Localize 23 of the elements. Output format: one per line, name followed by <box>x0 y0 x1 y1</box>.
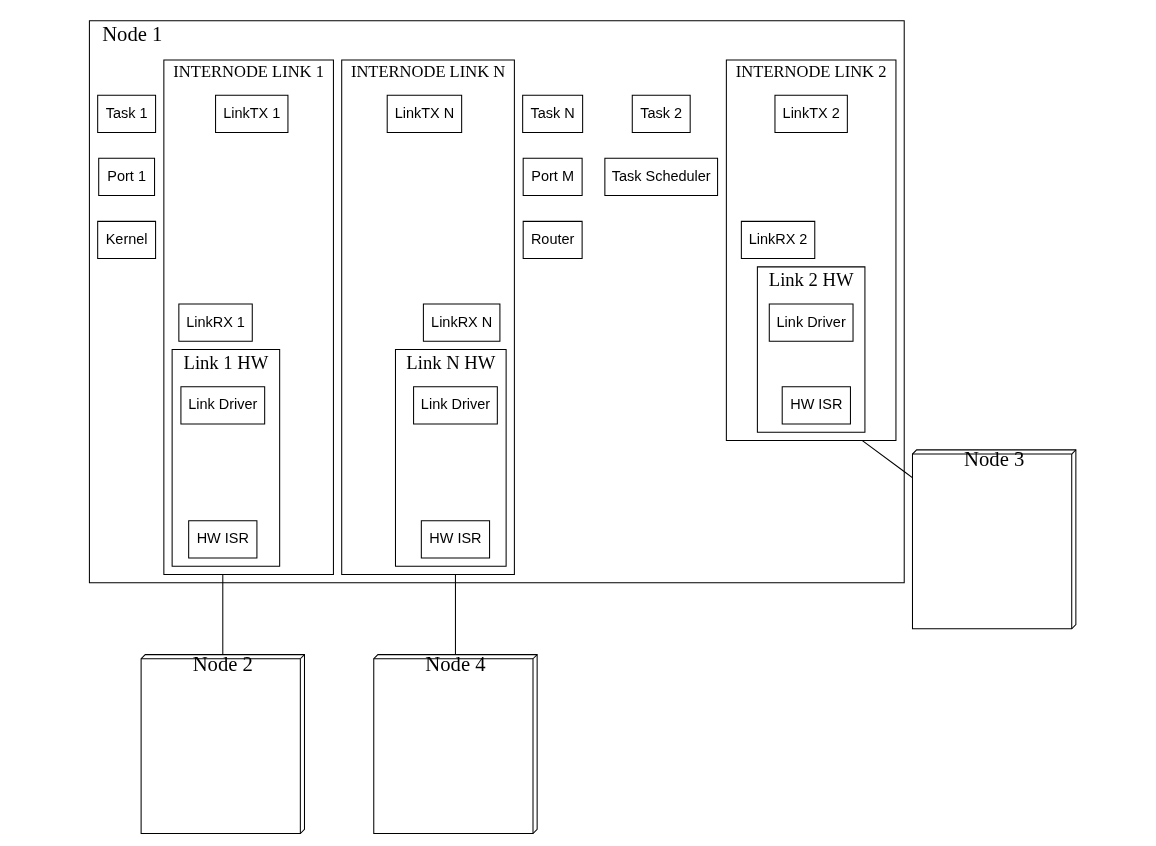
node-box: HW ISR <box>187 520 257 559</box>
node-box: Task Scheduler <box>603 157 718 197</box>
node-box: Kernel <box>96 220 156 260</box>
node-box: Router <box>522 220 583 260</box>
node-box: Port 1 <box>97 157 155 197</box>
connector <box>221 573 223 655</box>
node-box: LinkTX 2 <box>773 94 848 133</box>
node-box: Port M <box>522 157 583 197</box>
node-box: LinkRX 2 <box>740 220 815 260</box>
node-box: LinkRX N <box>422 303 500 342</box>
connector <box>861 440 913 479</box>
node-box: LinkTX 1 <box>214 94 288 133</box>
node-box: Task 1 <box>96 94 156 133</box>
node-box: Link Driver <box>768 303 854 342</box>
node-box: HW ISR <box>781 386 851 425</box>
node-box: LinkRX 1 <box>177 303 253 342</box>
node-box: LinkTX N <box>386 94 462 133</box>
node-box: HW ISR <box>420 520 490 559</box>
node-box: Task N <box>521 94 583 133</box>
node-box: Link Driver <box>179 386 265 425</box>
node-box: Task 2 <box>631 94 691 133</box>
node-box: Link Driver <box>412 386 498 425</box>
connector <box>454 573 456 655</box>
